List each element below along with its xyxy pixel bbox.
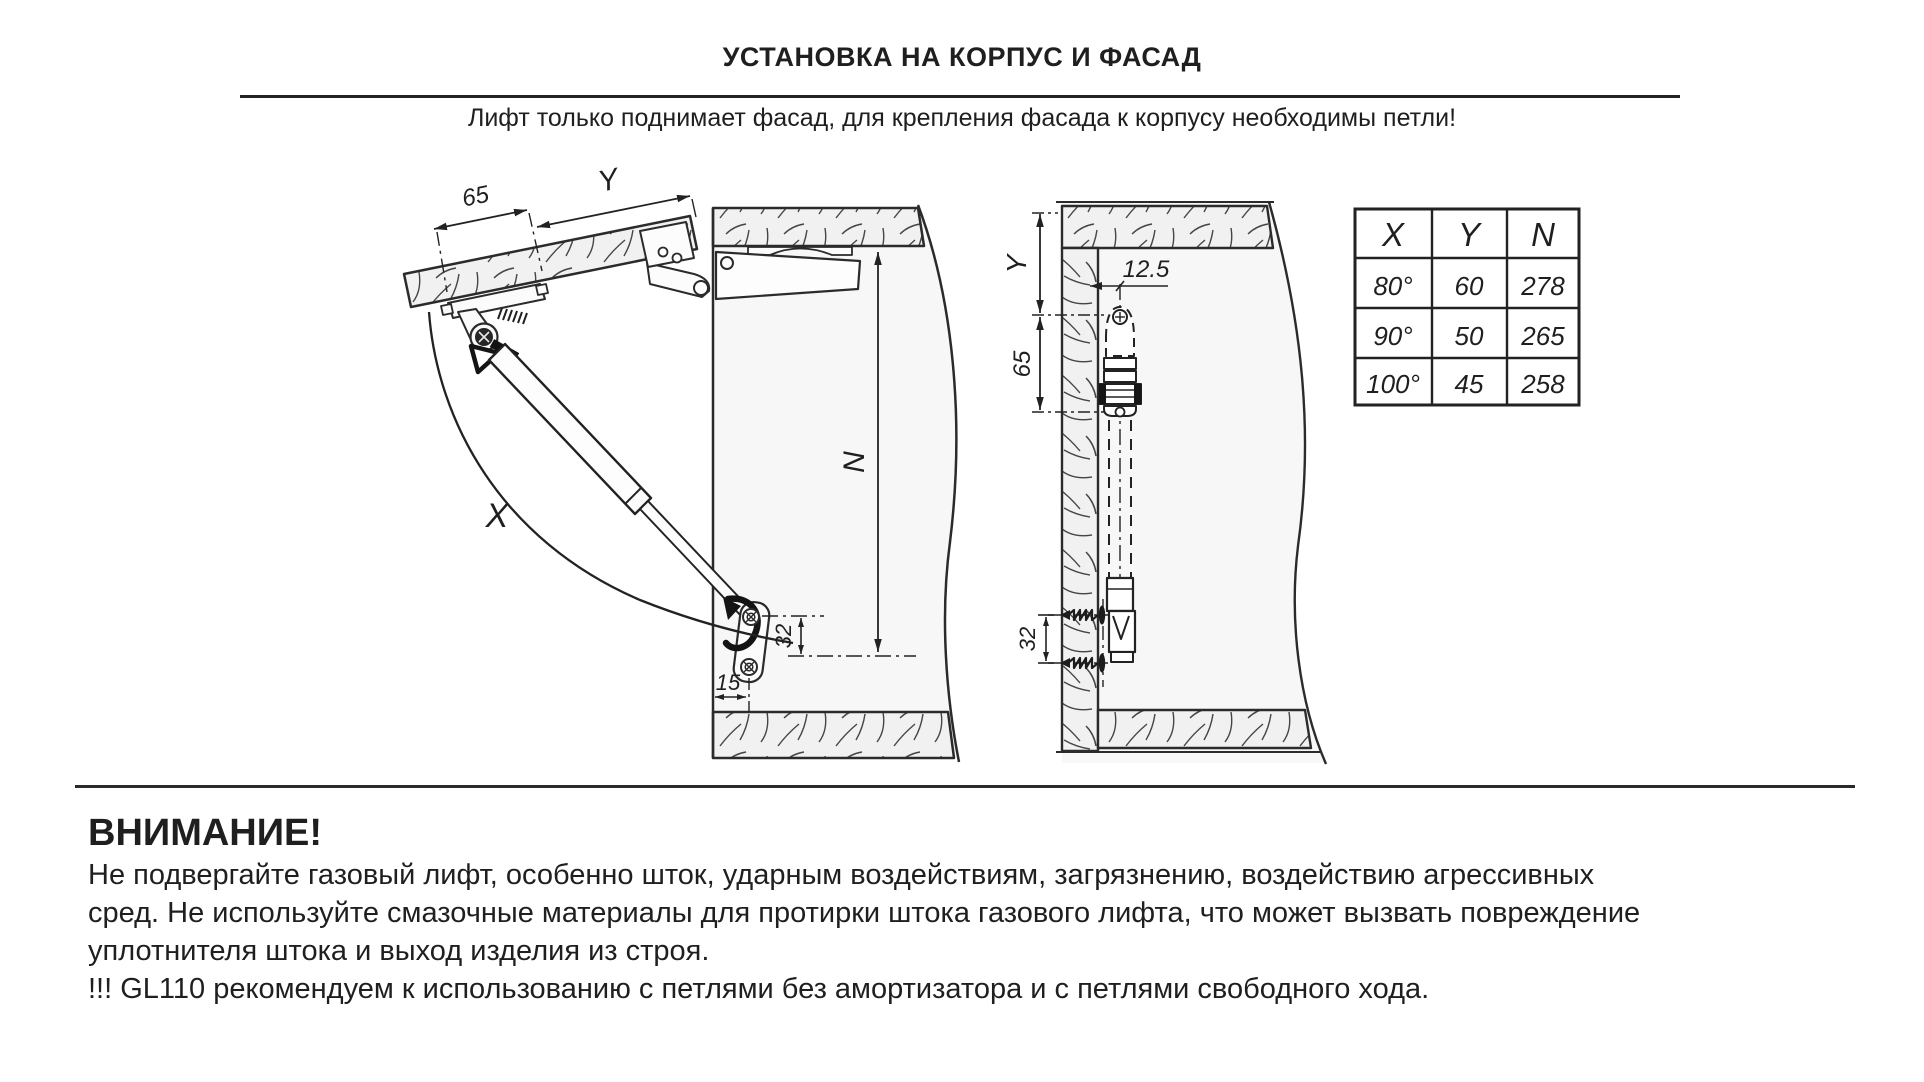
facade-panel-closed — [1060, 246, 1100, 753]
hinge-screw — [720, 256, 734, 270]
cabinet-top-panel — [1060, 204, 1275, 250]
section-divider — [75, 785, 1855, 788]
page-title: УСТАНОВКА НА КОРПУС И ФАСАД — [722, 42, 1202, 72]
dim-label-65: 65 — [1009, 350, 1036, 377]
closed-position-drawing: 32 Y 65 12.5 — [1001, 201, 1328, 765]
dim-line-65 — [433, 208, 528, 231]
dim-label-32: 32 — [771, 624, 796, 648]
table-cell: 60 — [1455, 271, 1484, 301]
dim-label-y: Y — [1001, 252, 1032, 273]
table-header-x: X — [1381, 216, 1406, 253]
cabinet-top-panel — [711, 206, 926, 248]
facade-panel-open — [402, 214, 699, 309]
lift-facade-rail-tab — [535, 283, 549, 296]
break-line — [1267, 201, 1328, 765]
table-cell: 50 — [1455, 321, 1484, 351]
mounting-screw — [1060, 653, 1106, 673]
bracket-screw-top — [742, 608, 760, 626]
extension-line — [528, 212, 543, 272]
lift-cap-screw — [1112, 309, 1128, 325]
lift-band — [1103, 370, 1137, 383]
pivot-screw-cross — [478, 331, 490, 343]
mounting-screw — [1060, 605, 1106, 625]
dim-label-n: N — [838, 451, 871, 473]
cabinet-bottom-panel — [1096, 708, 1313, 750]
lift-clevis-foot — [1110, 651, 1134, 663]
warning-line: сред. Не используйте смазочные материалы… — [88, 897, 1641, 929]
strut-collar — [624, 487, 642, 505]
title-underline — [240, 95, 1680, 98]
lift-clamp-jaw — [1099, 384, 1106, 404]
extension-line — [436, 231, 448, 293]
table-cell: 265 — [1520, 321, 1565, 351]
opening-arc — [427, 311, 794, 645]
break-line — [916, 204, 961, 763]
clevis-hook-bottom — [722, 595, 761, 652]
warning-line: !!! GL110 рекомендуем к использованию с … — [88, 973, 1430, 1005]
subtitle-note: Лифт только поднимает фасад, для креплен… — [467, 104, 1457, 132]
lift-clevis-vee — [1112, 615, 1130, 640]
table-cell: 100° — [1366, 369, 1420, 399]
table-cell: 90° — [1373, 321, 1412, 351]
lift-clamp-jaw — [1134, 384, 1141, 404]
facade-hinge-plate — [639, 221, 695, 268]
dim-label-32: 32 — [1015, 627, 1040, 651]
dim-label-x: X — [485, 497, 510, 535]
hinge-knuckle — [693, 280, 709, 296]
cabinet-bottom-panel — [711, 710, 956, 760]
strut-cylinder — [487, 342, 653, 516]
warning-title: ВНИМАНИЕ! — [88, 812, 323, 854]
warning-line: Не подвергайте газовый лифт, особенно шт… — [88, 859, 1595, 891]
hinge-wedge-plate — [714, 250, 862, 301]
dim-arrow — [1090, 282, 1102, 290]
lift-facade-rail-foot — [440, 303, 454, 316]
clevis-fork-top — [468, 343, 502, 375]
warning-block: ВНИМАНИЕ! Не подвергайте газовый лифт, о… — [88, 810, 1888, 1008]
adjustment-thread — [497, 307, 528, 325]
dim-label-12-5: 12.5 — [1123, 256, 1170, 283]
table-cell: 45 — [1455, 369, 1484, 399]
table-header-n: N — [1531, 216, 1555, 253]
dim-label-65: 65 — [460, 181, 492, 213]
open-position-drawing: X 65 Y N 32 15 — [402, 162, 961, 763]
lift-band — [1103, 357, 1137, 370]
hinge-plate-hole — [671, 252, 683, 264]
cabinet-side-panel — [713, 208, 958, 758]
lift-cylinder-end — [1105, 576, 1135, 613]
warning-line: уплотнителя штока и выход изделия из стр… — [88, 935, 710, 967]
hinge-plate-hole — [657, 246, 669, 258]
dim-label-15: 15 — [716, 670, 741, 695]
extension-line — [691, 198, 697, 218]
rod-end-tip — [723, 597, 741, 620]
dim-tick — [1115, 280, 1125, 292]
table-header-y: Y — [1458, 216, 1482, 253]
table-cell: 278 — [1520, 271, 1565, 301]
dim-line-y — [536, 194, 691, 229]
spec-table: X Y N 80° 60 278 90° 50 265 100° 45 258 — [1353, 207, 1581, 407]
table-cell: 258 — [1520, 369, 1565, 399]
dim-label-y: Y — [595, 162, 623, 199]
table-cell: 80° — [1373, 271, 1412, 301]
bracket-screw-bottom — [740, 658, 758, 676]
lift-band-screw — [1114, 406, 1126, 418]
